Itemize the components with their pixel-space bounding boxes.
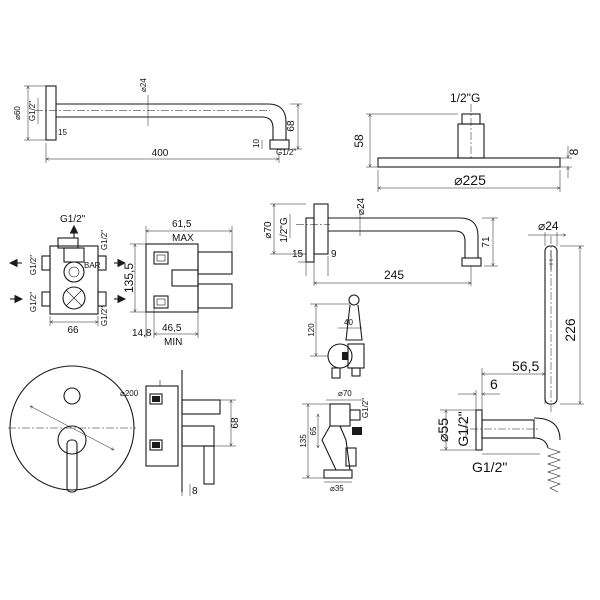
valve-left-top-thread: G1/2": [29, 255, 38, 275]
arm-flange-diameter: ⌀60: [13, 106, 22, 120]
valve-top-neck: [63, 247, 85, 263]
shower-arm-view: ⌀60 G1/2" ⌀24 15 400 68 10 G1/2": [13, 78, 302, 163]
svg-text:BAR: BAR: [84, 261, 101, 270]
valve-left-bottom-thread: G1/2": [29, 292, 38, 312]
valve-max-label: MAX: [172, 233, 194, 244]
valve-width: 66: [67, 325, 79, 336]
trim-plate-diameter: ⌀200: [120, 389, 139, 398]
outlet-plate-diameter: ⌀55: [435, 418, 451, 442]
spout-view: ⌀70 1/2"G ⌀24 15 9 245 71: [263, 197, 498, 286]
bidet-valve-side-view: ⌀70 G1/2" 135 65 ⌀35: [299, 389, 370, 493]
spout-drop: 71: [481, 236, 492, 248]
valve-side-body-installed: [145, 385, 179, 467]
valve-body-front: BAR G1/2" G1/2" G1/2" G1/2" G1/2" 66: [8, 214, 127, 336]
trim-depth: 68: [230, 417, 241, 429]
outlet-gap: 6: [490, 376, 498, 392]
arm-length: 400: [152, 148, 169, 159]
head-diameter: ⌀225: [454, 172, 486, 188]
head-plate: [377, 157, 561, 168]
valve-mixer: [62, 286, 86, 310]
spout-pipe-outer: [328, 217, 479, 258]
bidet-thread: G1/2": [361, 398, 370, 418]
arm-flange: [45, 85, 57, 141]
valve-min-label: MIN: [164, 337, 182, 348]
valve-body-side: 61,5 MAX 135,5 14,8 46,5 MIN: [122, 219, 233, 348]
arm-flange-depth: 15: [58, 128, 67, 137]
head-height: 58: [352, 134, 366, 148]
arm-end-fitting: [269, 139, 290, 150]
arm-end-thread: G1/2": [276, 148, 296, 157]
valve-height: 135,5: [122, 263, 136, 293]
bidet-upper-body: [345, 304, 363, 341]
trim-plate-front: ⌀200: [8, 365, 139, 493]
arm-pipe-inner: [56, 116, 274, 140]
hand-shower-diameter: ⌀24: [538, 219, 559, 233]
spout-pipe-inner: [328, 230, 466, 258]
valve-right-top-thread: G1/2": [100, 230, 109, 250]
outlet-plate: [475, 409, 483, 451]
diverter-knob: [63, 387, 81, 405]
bidet-knob-top: [348, 294, 360, 306]
spout-length: 245: [384, 268, 404, 282]
arm-drop: 68: [286, 120, 297, 132]
outlet-offset: 56,5: [512, 358, 539, 374]
valve-depth-max: 61,5: [172, 219, 192, 230]
valve-top-thread: G1/2": [60, 214, 86, 225]
hand-shower-view: ⌀24 226: [528, 219, 584, 412]
bidet-side-base: [323, 469, 353, 479]
shower-head-view: 1/2"G 58 8 ⌀225: [352, 91, 581, 192]
spout-body: [313, 203, 329, 255]
mixer-lever-side: [203, 445, 215, 485]
arm-pipe-outer: [56, 103, 287, 140]
bidet-offset: 65: [309, 426, 318, 435]
valve-side-cartridge: [197, 251, 233, 275]
trim-plate-side: 68 8: [145, 370, 241, 497]
spout-flange-diameter: ⌀70: [263, 221, 274, 239]
bidet-bottom-diameter: ⌀35: [330, 484, 344, 493]
mixer-lever: [66, 439, 78, 493]
bidet-valve-view: 120 40: [307, 294, 365, 379]
head-thickness: 8: [567, 148, 581, 155]
arm-pipe-diameter: ⌀24: [139, 78, 148, 92]
trim-handle-dim: 8: [192, 486, 198, 497]
outlet-hose-connector: [533, 417, 561, 441]
spout-thread: 1/2"G: [279, 217, 290, 242]
arm-thread: G1/2": [28, 101, 37, 121]
wall-outlet-view: 56,5 6 ⌀55 G1/2" G1/2": [435, 358, 561, 493]
outlet-hose: [547, 447, 561, 493]
bidet-upper-width: 40: [344, 318, 353, 327]
head-thread: 1/2"G: [450, 91, 480, 105]
bidet-height: 135: [299, 434, 308, 448]
valve-cartridge: [63, 261, 85, 283]
bidet-rosette-diameter: ⌀70: [338, 389, 352, 398]
hand-shower-length: 226: [562, 318, 578, 342]
diverter-knob-side: [181, 399, 221, 415]
spout-flange-depth: 15: [292, 249, 304, 260]
outlet-thread: G1/2": [455, 411, 471, 446]
spout-flange-offset: 9: [331, 249, 337, 260]
bidet-height-top: 120: [307, 323, 316, 337]
spout-pipe-diameter: ⌀24: [356, 197, 367, 215]
valve-front-offset: 14,8: [132, 328, 152, 339]
valve-right-bottom-thread: G1/2": [100, 306, 109, 326]
valve-body-frame: [49, 245, 99, 315]
outlet-bottom-thread: G1/2": [472, 459, 507, 475]
bidet-side-body: [329, 403, 351, 427]
valve-side-diverter: [197, 283, 233, 309]
valve-depth-min: 46,5: [162, 323, 182, 334]
arm-end-gap: 10: [252, 139, 261, 148]
mixer-handle-side: [181, 425, 215, 447]
spout-outlet: [461, 257, 482, 267]
